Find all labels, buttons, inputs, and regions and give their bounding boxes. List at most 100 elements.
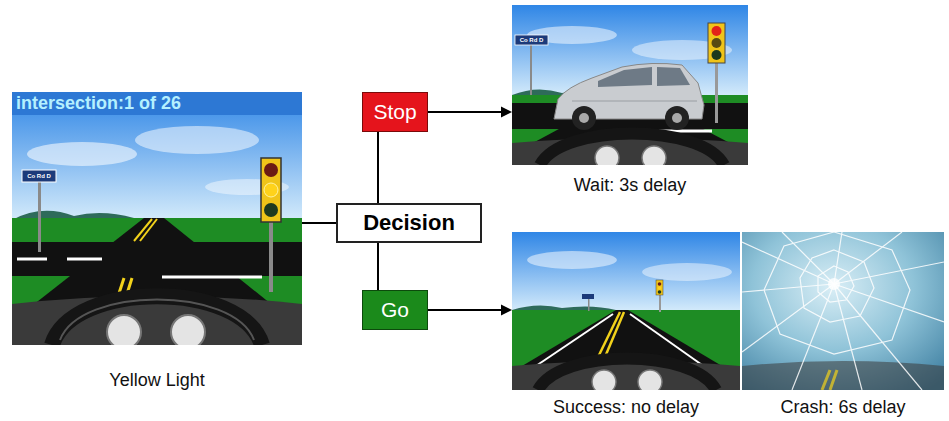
image-caption: Yellow Light [0, 369, 332, 391]
car [579, 113, 589, 123]
dashboard [642, 146, 666, 165]
car [572, 101, 697, 102]
traffic-light [658, 290, 662, 294]
choice-box: Go [362, 290, 428, 330]
sky [512, 5, 748, 97]
shattered-glass [800, 250, 874, 322]
traffic-light [658, 286, 662, 290]
dashboard [638, 370, 662, 390]
shattered-glass [742, 232, 944, 390]
dashboard [12, 296, 302, 345]
street-sign [515, 35, 548, 45]
traffic-light [708, 23, 725, 63]
shattered-glass [822, 370, 830, 390]
shattered-glass [742, 232, 944, 390]
street-sign [22, 170, 56, 182]
shattered-glass [830, 370, 837, 390]
ground [17, 258, 47, 261]
connector [302, 223, 336, 224]
ground [12, 218, 302, 345]
sky [512, 5, 748, 97]
sky [512, 232, 740, 312]
sky [27, 142, 137, 166]
ground [12, 242, 302, 276]
dashboard [107, 315, 141, 345]
shattered-glass [834, 232, 842, 284]
dashboard [595, 146, 619, 165]
connector [378, 132, 379, 203]
traffic-light [264, 203, 278, 217]
choice-box: Stop [362, 92, 428, 132]
dashboard [171, 315, 205, 345]
street-sign [582, 294, 594, 299]
shattered-glass [834, 232, 902, 284]
shattered-glass [742, 242, 834, 284]
sign-text: Co Rd D [22, 170, 56, 182]
ground [512, 310, 740, 390]
traffic-light [712, 50, 722, 60]
header-bar [12, 92, 302, 115]
shattered-glass [834, 262, 944, 284]
dashboard [512, 359, 740, 391]
shattered-glass [818, 266, 854, 302]
connector [428, 305, 512, 316]
traffic-light [264, 163, 278, 177]
connector [428, 107, 512, 118]
traffic-light [264, 183, 278, 197]
traffic-light [656, 280, 663, 312]
car [665, 106, 689, 130]
connector-line [377, 132, 379, 203]
street-sign [22, 170, 56, 252]
traffic-light [712, 26, 722, 36]
street-sign [530, 45, 532, 95]
traffic-light [715, 63, 718, 123]
choice-label: Stop [373, 100, 416, 124]
success-scene [512, 232, 740, 390]
traffic-light [712, 38, 722, 48]
trial-counter: intersection:1 of 26 [16, 92, 181, 115]
car [672, 113, 682, 123]
dashboard [12, 296, 302, 345]
car [554, 63, 704, 130]
sky [12, 92, 302, 222]
car [657, 67, 690, 86]
connector [378, 243, 379, 290]
street-sign [588, 298, 590, 311]
dashboard [60, 300, 254, 341]
ground [12, 218, 302, 345]
shattered-glass [828, 278, 840, 290]
sky [12, 92, 302, 222]
image-caption: Success: no delay [482, 396, 770, 418]
sky [135, 126, 259, 154]
traffic-light [658, 282, 662, 286]
outcome-image: Wait: 3s delay [512, 5, 748, 165]
ground [67, 258, 102, 261]
car [598, 67, 652, 87]
ground [512, 310, 740, 390]
outcome-image: Crash: 6s delay [742, 232, 944, 390]
scene-image: intersection:1 of 26Yellow Light [12, 92, 302, 345]
connector-line [377, 243, 379, 290]
shattered-glass [742, 284, 834, 292]
dashboard [540, 134, 724, 166]
connector-line [302, 222, 336, 224]
traffic-light [659, 294, 661, 312]
traffic-light [708, 23, 725, 123]
sky [527, 251, 617, 269]
car [572, 106, 596, 130]
dashboard [592, 370, 616, 390]
traffic-light [269, 222, 273, 292]
header-bar [12, 92, 302, 115]
ground [140, 219, 157, 241]
decision-box: Decision [336, 203, 482, 243]
connector-line [428, 111, 501, 113]
yellow-light-scene [12, 92, 302, 345]
shattered-glass [834, 284, 922, 390]
shattered-glass [764, 232, 910, 354]
traffic-light [261, 158, 281, 222]
arrowhead [501, 107, 512, 118]
street-sign [582, 294, 594, 311]
image-caption: Wait: 3s delay [482, 174, 778, 196]
ground [162, 276, 262, 279]
